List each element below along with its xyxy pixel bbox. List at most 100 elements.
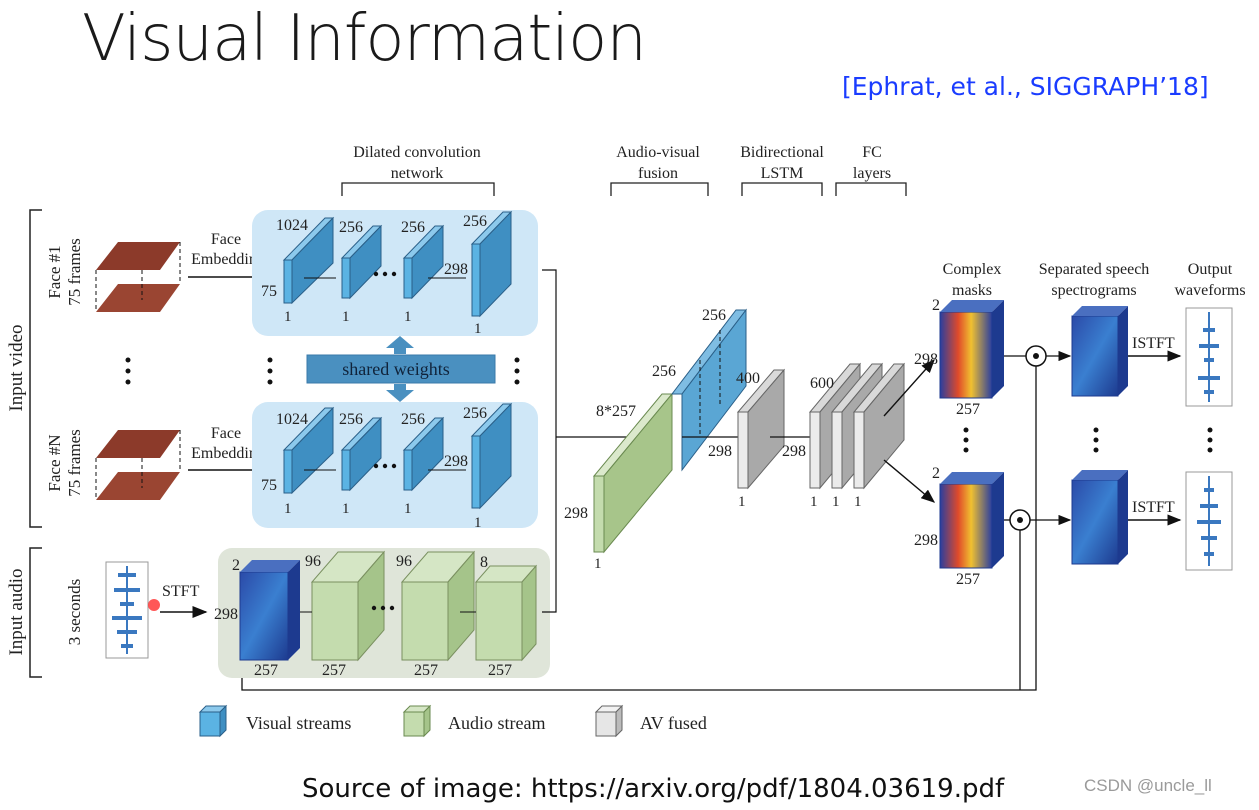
shared-up-arrow	[386, 336, 414, 348]
masks-label-b: masks	[952, 282, 992, 299]
av-fusion-label-b: fusion	[638, 165, 678, 182]
face-embedding-label-2a: Face	[211, 425, 241, 442]
bilstm-label-a: Bidirectional	[740, 144, 824, 161]
shared-weights-bar	[306, 354, 496, 384]
dim-298-b: 298	[444, 453, 468, 470]
fc-label-a: FC	[862, 144, 882, 161]
dim-257-a2: 257	[322, 662, 346, 679]
av-fusion-label-a: Audio-visual	[616, 144, 700, 161]
legend: Visual streams Audio stream AV fused	[198, 704, 707, 738]
dim-298-mask2: 298	[914, 532, 938, 549]
dim-256-a2: 256	[401, 219, 425, 236]
complex-mask-2	[939, 472, 1004, 569]
dim-75-a: 75	[261, 283, 277, 300]
shared-weights-label: shared weights	[342, 359, 449, 379]
page-title: Visual Information	[82, 2, 647, 76]
dim-1-a4: 1	[474, 321, 482, 337]
dim-257-a1: 257	[254, 662, 278, 679]
dim-298-fusion: 298	[564, 505, 588, 522]
dim-257-a3: 257	[414, 662, 438, 679]
dim-8: 8	[480, 554, 488, 571]
dim-1-b2: 1	[342, 501, 350, 517]
audio-conv-blocks	[310, 550, 538, 662]
dim-256-fusion-b: 256	[702, 307, 726, 324]
dim-75-b: 75	[261, 477, 277, 494]
dim-256-a1: 256	[339, 219, 363, 236]
legend-visual-swatch	[198, 704, 228, 738]
spectrograms-label-a: Separated speech	[1039, 261, 1150, 278]
face-embedding-label-2b: Embedding	[191, 445, 265, 462]
faceN-frames-label: 75 frames	[65, 429, 84, 497]
dilated-conv-label-a: Dilated convolution	[353, 144, 481, 161]
dim-1024-a: 1024	[276, 217, 308, 234]
dim-256-a3: 256	[463, 213, 487, 230]
face-embedding-label-1b: Embedding	[191, 251, 265, 268]
dim-2-mask1: 2	[932, 297, 940, 314]
input-video-label: Input video	[6, 324, 27, 411]
dilated-conv-label-b: network	[391, 165, 443, 182]
input-video-bracket: Input video	[6, 209, 42, 528]
dim-257-mask2: 257	[956, 571, 980, 588]
bilstm-label-b: LSTM	[761, 165, 804, 182]
faceN-frames-image	[95, 430, 181, 500]
dim-400: 400	[736, 370, 760, 387]
dim-1-b3: 1	[404, 501, 412, 517]
separated-spectrogram-2	[1071, 470, 1128, 565]
dim-257-a4: 257	[488, 662, 512, 679]
complex-mask-1	[939, 300, 1004, 399]
shared-down-arrow	[386, 390, 414, 402]
dim-256-fusion-a: 256	[652, 363, 676, 380]
dim-8x257: 8*257	[596, 403, 636, 420]
waveforms-label-a: Output	[1188, 261, 1233, 278]
masks-label-a: Complex	[943, 261, 1002, 278]
citation: [Ephrat, et al., SIGGRAPH’18]	[842, 72, 1209, 101]
dim-1-b4: 1	[474, 515, 482, 531]
vertical-ellipsis-masks	[963, 427, 1213, 453]
dim-1-a3: 1	[404, 309, 412, 325]
legend-fused-label: AV fused	[640, 713, 707, 733]
dim-256-b3: 256	[463, 405, 487, 422]
face1-frames-label: 75 frames	[65, 238, 84, 306]
dim-2-mask2: 2	[932, 465, 940, 482]
output-waveform-2	[1185, 471, 1233, 571]
cursor-indicator	[148, 599, 160, 611]
dim-256-b1: 256	[339, 411, 363, 428]
dim-1024-b: 1024	[276, 411, 308, 428]
dim-1-a2: 1	[342, 309, 350, 325]
fc-label-b: layers	[853, 165, 891, 182]
input-audio-label: Input audio	[6, 568, 27, 655]
dim-96-b: 96	[396, 553, 412, 570]
waveforms-label-b: waveforms	[1174, 282, 1245, 299]
output-waveform-1	[1185, 307, 1233, 407]
dim-1-lstm: 1	[738, 494, 746, 510]
dim-1-fc3: 1	[854, 494, 862, 510]
audio-duration-label: 3 seconds	[65, 579, 84, 646]
dim-1-fc1: 1	[810, 494, 818, 510]
face1-label: Face #1	[45, 245, 64, 298]
image-source-caption: Source of image: https://arxiv.org/pdf/1…	[302, 774, 1005, 804]
legend-audio-label: Audio stream	[448, 713, 545, 733]
dim-298-a: 298	[444, 261, 468, 278]
audio-spectrogram-block	[239, 560, 300, 661]
legend-fused-swatch	[594, 704, 624, 738]
input-audio-bracket: Input audio	[6, 547, 42, 678]
dim-257-mask1: 257	[956, 401, 980, 418]
vertical-ellipsis-faces	[125, 357, 520, 385]
dim-1-a1: 1	[284, 309, 292, 325]
dim-2-audio: 2	[232, 557, 240, 574]
legend-audio-swatch	[402, 704, 432, 738]
fc-layers-block	[808, 362, 906, 490]
dim-1-fusion: 1	[594, 556, 602, 572]
istft-label-2: ISTFT	[1132, 499, 1175, 516]
dim-96-a: 96	[305, 553, 321, 570]
watermark: CSDN @uncle_ll	[1084, 776, 1212, 795]
dim-298-lstm: 298	[782, 443, 806, 460]
face-embedding-label-1a: Face	[211, 231, 241, 248]
dim-1-b1: 1	[284, 501, 292, 517]
faceN-label: Face #N	[45, 434, 64, 491]
separated-spectrogram-1	[1071, 306, 1128, 397]
dim-256-b2: 256	[401, 411, 425, 428]
dim-298-mask1: 298	[914, 351, 938, 368]
lstm-block	[736, 368, 786, 490]
stft-label: STFT	[162, 583, 200, 600]
